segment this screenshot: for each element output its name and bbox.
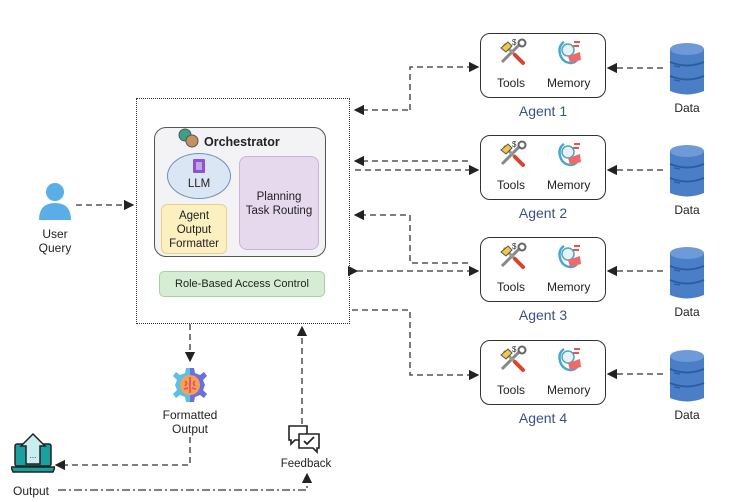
role-based-access-control: Role-Based Access Control: [159, 271, 325, 297]
database-icon: [668, 42, 706, 103]
user-query-label: User Query: [38, 227, 72, 255]
agent-4-data-label: Data: [674, 408, 700, 422]
memory-icon: [556, 242, 584, 275]
svg-text:$: $: [512, 345, 517, 354]
agent-4-tools-label: Tools: [497, 383, 526, 397]
feedback-chat-icon: [288, 425, 320, 454]
arrow-output-to-feedback: [58, 472, 313, 491]
svg-text:$: $: [512, 242, 517, 251]
arrow-agent3-to-orchestrator: [353, 209, 468, 264]
agent-1-label: Agent 1: [518, 103, 568, 119]
user-query-node: [30, 182, 80, 220]
agent-3-tools-label: Tools: [497, 280, 526, 294]
agent-3-memory-label: Memory: [547, 280, 591, 294]
orchestrator-title: Orchestrator: [204, 135, 280, 149]
laptop-upload-icon: ...: [11, 432, 55, 473]
agent-2-box: [480, 135, 606, 200]
tools-icon: $: [498, 38, 528, 71]
llm-label: LLM: [187, 178, 211, 190]
tools-icon: $: [498, 345, 528, 378]
agent-4-memory-label: Memory: [547, 383, 591, 397]
database-icon: [668, 349, 706, 410]
agent-1-data-label: Data: [674, 101, 700, 115]
arrow-formatted-output-to-output: [54, 437, 191, 471]
arrow-orchestrator-to-agent4: [352, 309, 480, 381]
agent-3-data-label: Data: [674, 305, 700, 319]
arrow-orchestrator-to-agent1: [409, 61, 480, 110]
orchestrator-container: [136, 98, 350, 324]
agent-3-label: Agent 3: [518, 307, 568, 323]
memory-icon: [556, 38, 584, 71]
chip-icon: [193, 159, 205, 173]
agent-2-tools-label: Tools: [497, 178, 526, 192]
svg-text:...: ...: [30, 451, 37, 460]
memory-icon: [556, 345, 584, 378]
feedback-label: Feedback: [280, 458, 332, 470]
gear-brain-icon: [173, 368, 207, 402]
agent-3-box: [480, 237, 606, 302]
database-icon: [668, 246, 706, 307]
svg-text:$: $: [512, 38, 517, 47]
svg-text:$: $: [512, 140, 517, 149]
database-icon: [668, 144, 706, 205]
agent-2-memory-label: Memory: [547, 178, 591, 192]
tools-icon: $: [498, 140, 528, 173]
agent-2-label: Agent 2: [518, 205, 568, 221]
user-icon: [39, 183, 71, 220]
agent-4-box: [480, 340, 606, 405]
agent-1-memory-label: Memory: [547, 76, 591, 90]
agent-4-label: Agent 4: [518, 410, 568, 426]
agent-2-data-label: Data: [674, 203, 700, 217]
agent-output-formatter: Agent Output Formatter: [161, 204, 227, 254]
memory-icon: [556, 140, 584, 173]
output-label: Output: [12, 484, 50, 498]
formatted-output-label: Formatted Output: [162, 408, 218, 436]
tools-icon: $: [498, 242, 528, 275]
agent-1-box: [480, 33, 606, 98]
planning-task-routing: Planning Task Routing: [239, 156, 319, 250]
orchestrator-icon: [178, 128, 199, 148]
agent-1-tools-label: Tools: [497, 76, 526, 90]
